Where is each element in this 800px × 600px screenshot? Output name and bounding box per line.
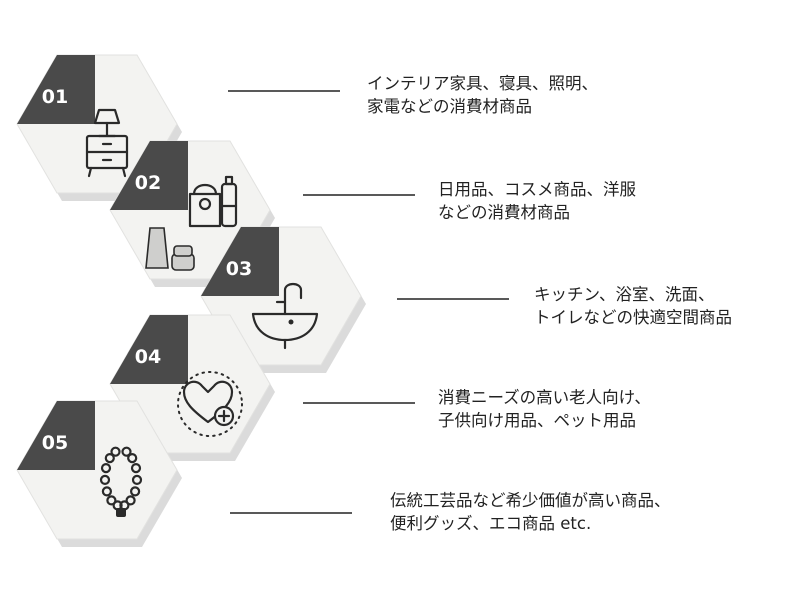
description-03: キッチン、浴室、洗面、 トイレなどの快適空間商品 [534, 283, 732, 329]
number-tab-05 [17, 401, 95, 470]
number-tab-02 [110, 141, 188, 210]
sink-faucet-icon [251, 282, 319, 350]
nightstand-lamp-icon [85, 108, 129, 178]
hexagon-02: 02 [109, 140, 275, 287]
number-label-04: 04 [135, 346, 161, 368]
description-02-line-1: 日用品、コスメ商品、洋服 [438, 180, 636, 199]
number-label-01: 01 [42, 86, 68, 108]
description-02: 日用品、コスメ商品、洋服 などの消費材商品 [438, 178, 636, 224]
number-tab-03 [201, 227, 279, 296]
number-label-02: 02 [135, 172, 161, 194]
description-03-line-2: トイレなどの快適空間商品 [534, 308, 732, 327]
hexagon-05: 05 [16, 400, 182, 547]
hexagon-01: 01 [16, 54, 182, 201]
description-03-line-1: キッチン、浴室、洗面、 [534, 285, 715, 304]
description-01-line-2: 家電などの消費材商品 [367, 97, 532, 116]
hexagon-03: 03 [200, 226, 366, 373]
number-label-05: 05 [42, 432, 68, 454]
description-05-line-2: 便利グッズ、エコ商品 etc. [390, 514, 592, 533]
description-02-line-2: などの消費材商品 [438, 203, 570, 222]
description-04-line-2: 子供向け用品、ペット用品 [438, 411, 636, 430]
number-tab-01 [17, 55, 95, 124]
groceries-cosmetics-icon [145, 175, 238, 271]
description-01-line-1: インテリア家具、寝具、照明、 [367, 74, 598, 93]
beaded-necklace-icon [99, 446, 143, 517]
description-05-line-1: 伝統工芸品など希少価値が高い商品、 [390, 491, 671, 510]
description-04-line-1: 消費ニーズの高い老人向け、 [438, 388, 651, 407]
description-05: 伝統工芸品など希少価値が高い商品、 便利グッズ、エコ商品 etc. [390, 489, 671, 535]
hexagon-04: 04 [109, 314, 275, 461]
number-label-03: 03 [226, 258, 252, 280]
description-01: インテリア家具、寝具、照明、 家電などの消費材商品 [367, 72, 598, 118]
description-04: 消費ニーズの高い老人向け、 子供向け用品、ペット用品 [438, 386, 651, 432]
heart-plus-icon [177, 371, 243, 437]
number-tab-04 [110, 315, 188, 384]
